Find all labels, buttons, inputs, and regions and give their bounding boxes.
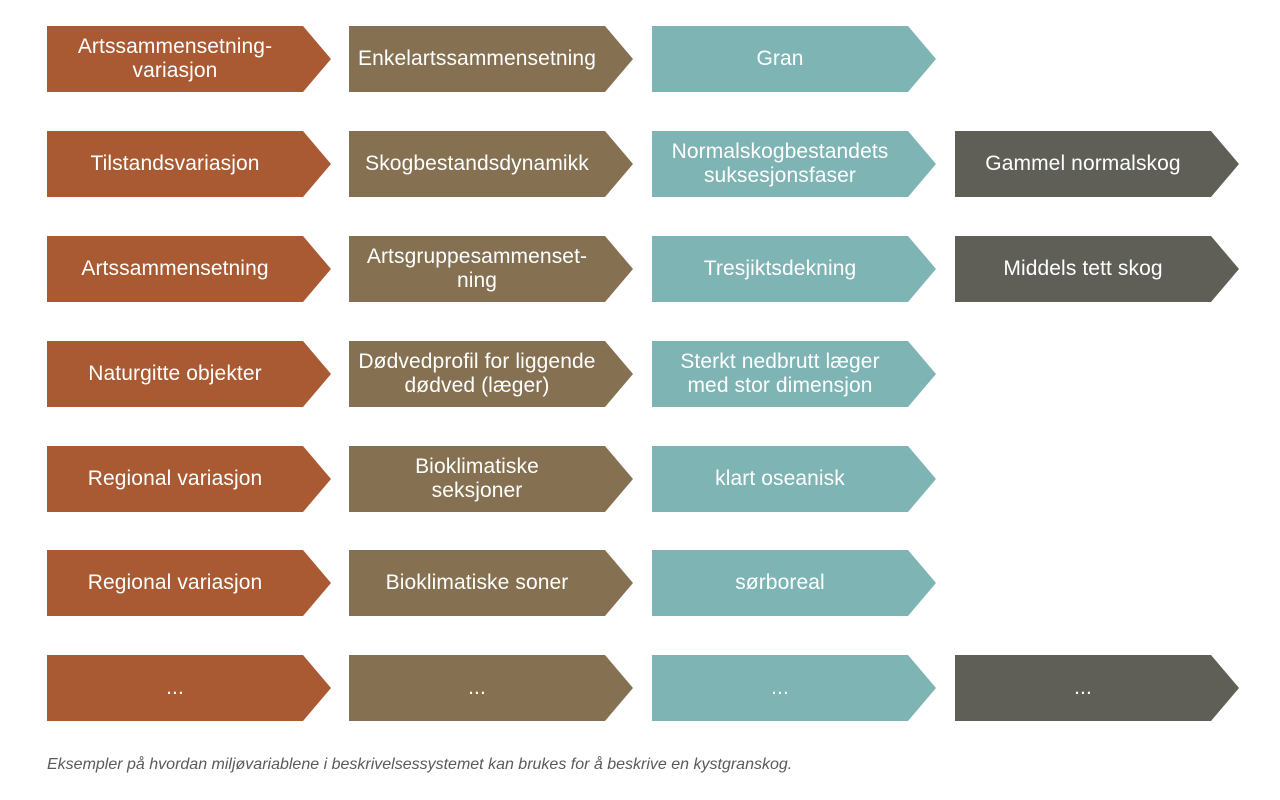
chevron-r1-c3: Gran xyxy=(652,26,936,92)
chevron-r6-c2: Bioklimatiske soner xyxy=(349,550,633,616)
diagram-row-2: Tilstandsvariasjon Skogbestandsdynamikk … xyxy=(0,131,1280,197)
chevron-r3-c1: Artssammensetning xyxy=(47,236,331,302)
chevron-r1-c1: Artssammensetning-variasjon xyxy=(47,26,331,92)
chevron-r6-c3: sørboreal xyxy=(652,550,936,616)
chevron-r7-c4: ... xyxy=(955,655,1239,721)
figure-caption: Eksempler på hvordan miljøvariablene i b… xyxy=(47,756,793,773)
diagram-row-6: Regional variasjon Bioklimatiske soner s… xyxy=(0,550,1280,616)
chevron-r3-c2: Artsgruppesammenset-ning xyxy=(349,236,633,302)
chevron-r7-c3: ... xyxy=(652,655,936,721)
chevron-r3-c3: Tresjiktsdekning xyxy=(652,236,936,302)
chevron-r5-c3: klart oseanisk xyxy=(652,446,936,512)
diagram-row-7: ... ... ... ... xyxy=(0,655,1280,721)
chevron-r6-c1: Regional variasjon xyxy=(47,550,331,616)
diagram-row-3: Artssammensetning Artsgruppesammenset-ni… xyxy=(0,236,1280,302)
diagram-row-1: Artssammensetning-variasjon Enkelartssam… xyxy=(0,26,1280,92)
chevron-diagram: Artssammensetning-variasjon Enkelartssam… xyxy=(0,26,1280,721)
chevron-r7-c2: ... xyxy=(349,655,633,721)
chevron-r7-c1: ... xyxy=(47,655,331,721)
chevron-r5-c1: Regional variasjon xyxy=(47,446,331,512)
chevron-r3-c4: Middels tett skog xyxy=(955,236,1239,302)
chevron-r1-c2: Enkelartssammensetning xyxy=(349,26,633,92)
chevron-r2-c1: Tilstandsvariasjon xyxy=(47,131,331,197)
chevron-r2-c4: Gammel normalskog xyxy=(955,131,1239,197)
chevron-r4-c1: Naturgitte objekter xyxy=(47,341,331,407)
chevron-r2-c2: Skogbestandsdynamikk xyxy=(349,131,633,197)
diagram-row-4: Naturgitte objekter Dødvedprofil for lig… xyxy=(0,341,1280,407)
